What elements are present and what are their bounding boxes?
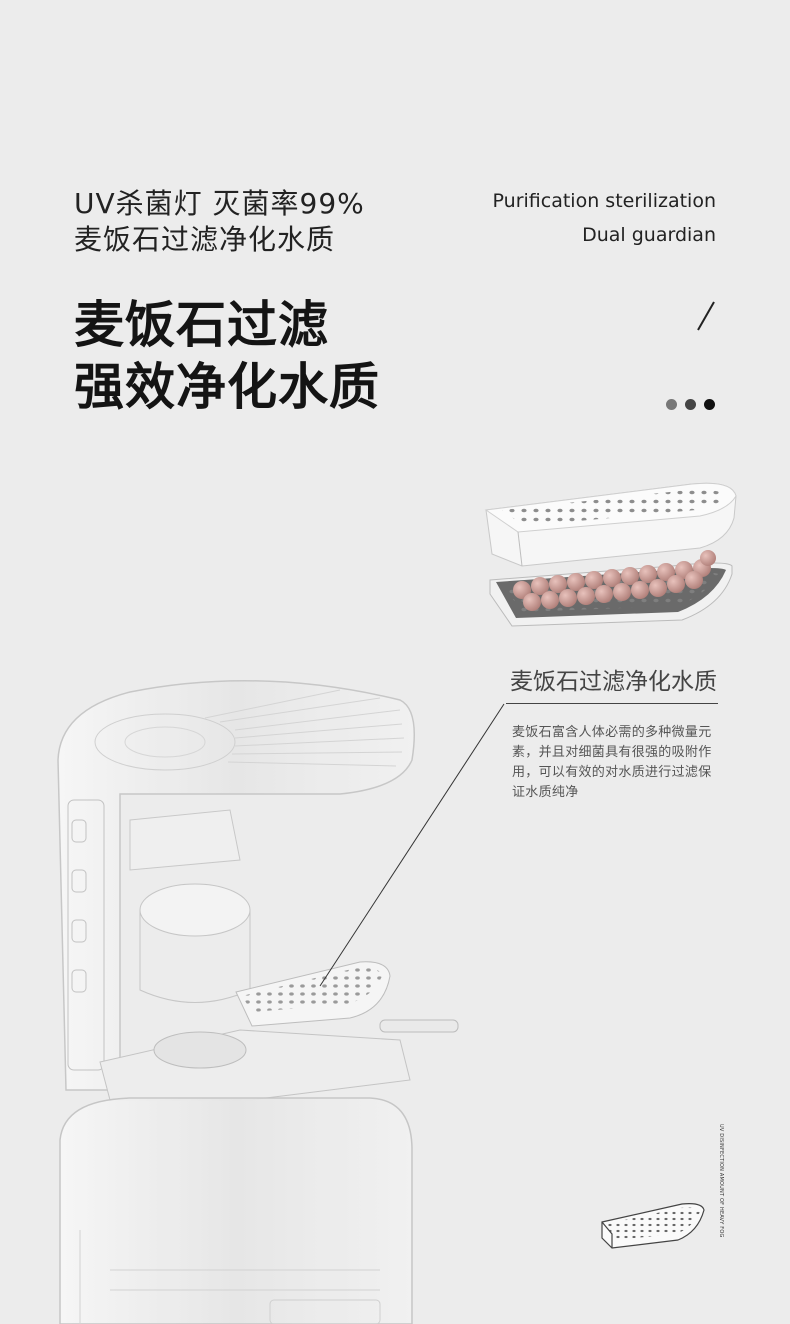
subtitle-line-1: UV杀菌灯 灭菌率99% — [74, 187, 365, 220]
english-tagline: Purification sterilization Dual guardian — [493, 184, 716, 252]
feature-description: 麦饭石富含人体必需的多种微量元素，并且对细菌具有很强的吸附作用，可以有效的对水质… — [512, 725, 712, 800]
side-vertical-label: UV DISINFECTION AMOUNT OF HEAVY FOG — [716, 1124, 726, 1254]
feature-divider — [506, 703, 718, 704]
slash-icon — [694, 300, 718, 334]
header-subtitle: UV杀菌灯 灭菌率99% 麦饭石过滤净化水质 — [74, 186, 365, 258]
feature-title: 麦饭石过滤净化水质 — [510, 669, 717, 695]
english-line-1: Purification sterilization — [492, 190, 716, 212]
subtitle-line-2: 麦饭石过滤净化水质 — [74, 223, 336, 256]
english-line-2: Dual guardian — [582, 224, 716, 246]
mini-filter-icon — [598, 1198, 708, 1252]
headline-line-1: 麦饭石过滤 — [74, 296, 329, 354]
product-render-icon — [0, 670, 520, 1324]
pager-dot-2[interactable] — [685, 399, 696, 410]
side-vertical-text: UV DISINFECTION AMOUNT OF HEAVY FOG — [718, 1124, 724, 1238]
filter-cartridge-icon — [482, 470, 742, 640]
pager-dot-1[interactable] — [666, 399, 677, 410]
headline: 麦饭石过滤 强效净化水质 — [74, 294, 380, 418]
headline-line-2: 强效净化水质 — [74, 358, 380, 416]
pager-dot-3[interactable] — [704, 399, 715, 410]
pager-dots — [666, 399, 715, 410]
